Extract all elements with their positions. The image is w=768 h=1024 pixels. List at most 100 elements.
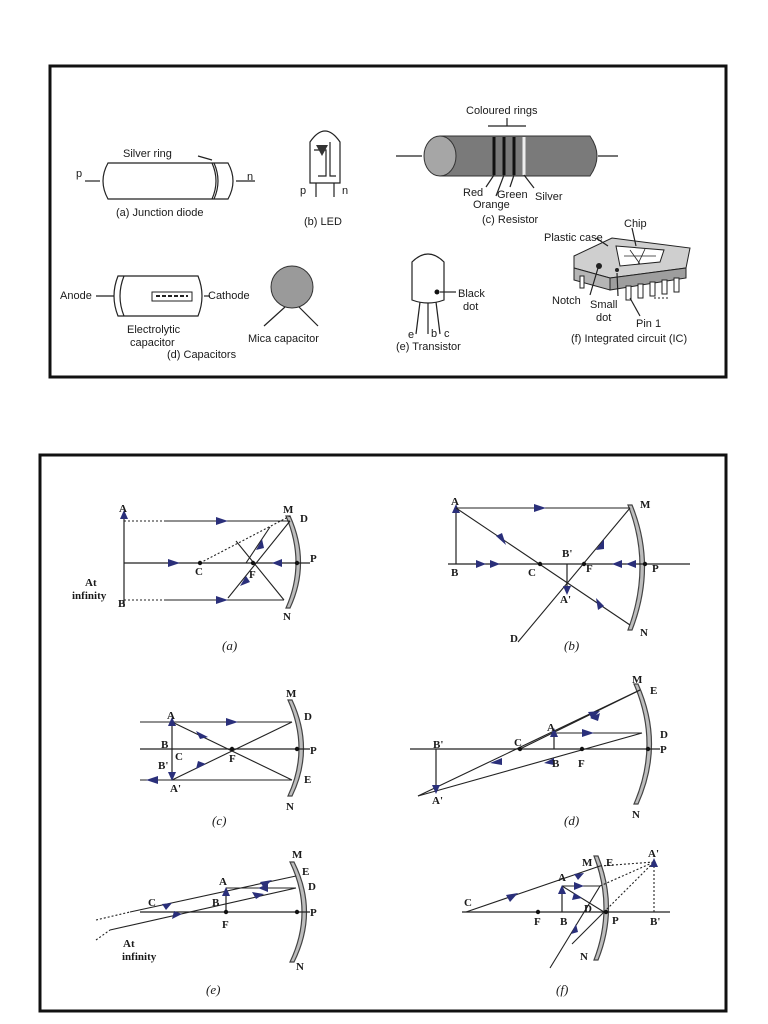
f-M-label: M <box>582 857 593 869</box>
small-dot-label: dot <box>596 312 611 324</box>
capacitors-caption: (d) Capacitors <box>167 349 237 361</box>
electrolytic-capacitor: Anode Cathode Electrolytic capacitor (d)… <box>60 275 250 361</box>
d-P-label: P <box>660 744 667 756</box>
e-B-label: B <box>212 897 220 909</box>
mica-capacitor-label: Mica capacitor <box>248 333 319 345</box>
c-B-label: B <box>161 739 169 751</box>
c-caption: (c) <box>212 813 226 828</box>
led: p n (b) LED <box>300 130 348 228</box>
cathode-label: Cathode <box>208 290 250 302</box>
notch-label: Notch <box>552 295 581 307</box>
c-Bprime-label: B' <box>158 760 168 772</box>
e-N-label: N <box>296 961 304 973</box>
e-C-label: C <box>148 897 156 909</box>
orange-ring-label: Orange <box>473 199 510 211</box>
electrolytic-label: Electrolytic <box>127 324 181 336</box>
d-C-label: C <box>514 737 522 749</box>
d-A-label: A <box>547 722 555 734</box>
f-N-label: N <box>580 951 588 963</box>
b-M-label: M <box>640 499 651 511</box>
mirror-diagram-a: A B C F M D P N At infinity (a) <box>72 503 317 653</box>
f-caption: (f) <box>556 982 568 997</box>
led-caption: (b) LED <box>304 216 342 228</box>
black-label: Black <box>458 288 485 300</box>
c-C-label: C <box>175 751 183 763</box>
f-F-label: F <box>534 916 541 928</box>
led-n-label: n <box>342 185 348 197</box>
b-B-label: B <box>451 567 459 579</box>
resistor: Coloured rings Red Orange Green Silver (… <box>396 105 618 226</box>
b-P-label: P <box>652 563 659 575</box>
green-ring-label: Green <box>497 189 528 201</box>
a-D-label: D <box>300 513 308 525</box>
c-F-label: F <box>229 753 236 765</box>
c-P-label: P <box>310 745 317 757</box>
b-D-label: D <box>510 633 518 645</box>
diode-p-label: p <box>76 168 82 180</box>
c-A-label: A <box>167 710 175 722</box>
c-M-label: M <box>286 688 297 700</box>
mirror-diagram-f: A B C F M E D P N B' A' (f) <box>462 848 670 997</box>
mirror-diagram-d: A B C F M E D P N B' A' (d) <box>410 674 668 828</box>
silver-ring-label-resistor: Silver <box>535 191 563 203</box>
c-E-label: E <box>304 774 311 786</box>
e-P-label: P <box>310 907 317 919</box>
d-F-label: F <box>578 758 585 770</box>
capacitor-label: capacitor <box>130 337 175 349</box>
f-P-label: P <box>612 915 619 927</box>
d-Bprime-label: B' <box>433 739 443 751</box>
junction-diode: p n Silver ring (a) Junction diode <box>76 148 255 219</box>
f-B-label: B <box>560 916 568 928</box>
led-p-label: p <box>300 185 306 197</box>
b-C-label: C <box>528 567 536 579</box>
mirror-diagram-c: A B C F M D P E N B' A' (c) <box>140 688 317 828</box>
f-A-label: A <box>558 872 566 884</box>
transistor-b-label: b <box>431 328 437 340</box>
small-label: Small <box>590 299 618 311</box>
transistor-e-label: e <box>408 329 414 341</box>
a-caption: (a) <box>222 638 237 653</box>
f-Aprime-label: A' <box>648 848 659 860</box>
d-Aprime-label: A' <box>432 795 443 807</box>
integrated-circuit: Chip Plastic case Notch Small dot Pin 1 … <box>544 218 691 345</box>
b-F-label: F <box>586 563 593 575</box>
b-A-label: A <box>451 496 459 508</box>
transistor-caption: (e) Transistor <box>396 341 461 353</box>
pin1-label: Pin 1 <box>636 318 661 330</box>
b-N-label: N <box>640 627 648 639</box>
a-P-label: P <box>310 553 317 565</box>
d-B-label: B <box>552 758 560 770</box>
ic-caption: (f) Integrated circuit (IC) <box>571 333 687 345</box>
b-caption: (b) <box>564 638 579 653</box>
red-ring-label: Red <box>463 187 483 199</box>
a-M-label: M <box>283 504 294 516</box>
d-D-label: D <box>660 729 668 741</box>
f-E-label: E <box>606 857 613 869</box>
d-N-label: N <box>632 809 640 821</box>
e-A-label: A <box>219 876 227 888</box>
f-C-label: C <box>464 897 472 909</box>
transistor: Black dot e b c (e) Transistor <box>396 253 485 353</box>
d-E-label: E <box>650 685 657 697</box>
a-N-label: N <box>283 611 291 623</box>
a-C-label: C <box>195 566 203 578</box>
components-frame <box>48 64 728 379</box>
e-caption: (e) <box>206 982 220 997</box>
f-Bprime-label: B' <box>650 916 660 928</box>
mica-capacitor: Mica capacitor <box>248 265 319 345</box>
plastic-case-label: Plastic case <box>544 232 603 244</box>
a-infinity-label: infinity <box>72 590 107 602</box>
transistor-c-label: c <box>444 328 450 340</box>
d-M-label: M <box>632 674 643 686</box>
e-infinity-label: infinity <box>122 951 157 963</box>
diode-caption: (a) Junction diode <box>116 207 203 219</box>
c-Aprime-label: A' <box>170 783 181 795</box>
mirror-diagram-b: A B C F M P N B' A' D (b) <box>448 496 690 653</box>
c-D-label: D <box>304 711 312 723</box>
b-Aprime-label: A' <box>560 594 571 606</box>
anode-label: Anode <box>60 290 92 302</box>
resistor-caption: (c) Resistor <box>482 214 539 226</box>
e-M-label: M <box>292 849 303 861</box>
silver-ring-label: Silver ring <box>123 148 172 160</box>
